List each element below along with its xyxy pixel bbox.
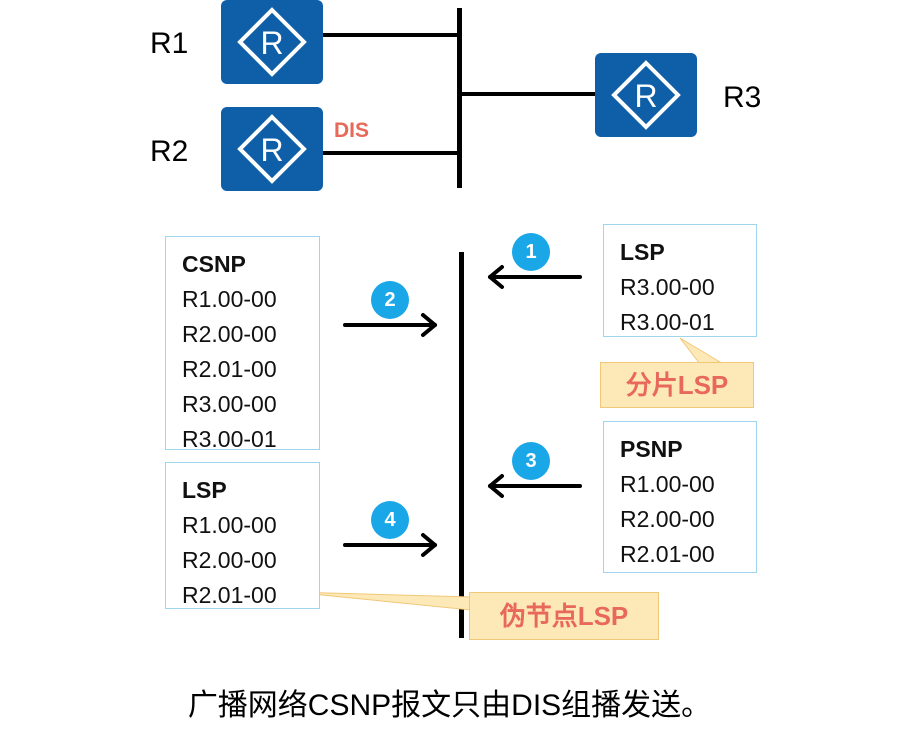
csnp-box-title: CSNP <box>182 251 246 277</box>
pseudonode-lsp-callout: 伪节点LSP <box>469 592 659 640</box>
step-badge-4: 4 <box>371 501 409 539</box>
router-icon-letter: R <box>634 78 657 114</box>
arrow-step-1-left <box>488 265 582 289</box>
arrow-step-4-right <box>343 533 437 557</box>
router-icon-letter: R <box>260 25 283 61</box>
psnp-entry: R2.00-00 <box>620 506 715 532</box>
router-r2: R <box>221 107 323 191</box>
link-r2-bus <box>323 151 459 155</box>
csnp-entry: R2.00-00 <box>182 321 277 347</box>
step-badge-2: 2 <box>371 281 409 319</box>
lsp-left-box: LSP R1.00-00 R2.00-00 R2.01-00 <box>165 462 320 609</box>
router-icon: R <box>237 7 307 77</box>
router-icon: R <box>611 60 681 130</box>
link-r1-bus <box>323 33 459 37</box>
lsp-left-entry: R1.00-00 <box>182 512 277 538</box>
psnp-box-title: PSNP <box>620 436 683 462</box>
router-label-r2: R2 <box>150 135 189 168</box>
fragment-lsp-callout: 分片LSP <box>600 362 754 408</box>
csnp-entry: R2.01-00 <box>182 356 277 382</box>
arrow-step-2-right <box>343 313 437 337</box>
fragment-lsp-pointer <box>679 337 722 365</box>
step-badge-3: 3 <box>512 442 550 480</box>
csnp-entry: R3.00-01 <box>182 426 277 452</box>
lsp-left-box-title: LSP <box>182 477 227 503</box>
router-label-r3: R3 <box>723 81 762 114</box>
router-icon-letter: R <box>260 132 283 168</box>
link-r3-bus <box>460 92 596 96</box>
lsp-right-box-title: LSP <box>620 239 665 265</box>
lsp-left-entry: R2.00-00 <box>182 547 277 573</box>
csnp-entry: R3.00-00 <box>182 391 277 417</box>
dis-label: DIS <box>334 119 370 142</box>
csnp-entry: R1.00-00 <box>182 286 277 312</box>
psnp-entry: R2.01-00 <box>620 541 715 567</box>
psnp-entry: R1.00-00 <box>620 471 715 497</box>
psnp-box: PSNP R1.00-00 R2.00-00 R2.01-00 <box>603 421 757 573</box>
broadcast-bus-top <box>457 8 462 188</box>
diagram-caption: 广播网络CSNP报文只由DIS组播发送。 <box>187 689 712 722</box>
broadcast-bus-bottom <box>459 252 464 638</box>
arrow-step-3-left <box>488 474 582 498</box>
step-badge-1: 1 <box>512 233 550 271</box>
lsp-left-entry: R2.01-00 <box>182 582 277 608</box>
csnp-box: CSNP R1.00-00 R2.00-00 R2.01-00 R3.00-00… <box>165 236 320 452</box>
router-label-r1: R1 <box>150 27 189 60</box>
router-icon: R <box>237 114 307 184</box>
lsp-right-entry: R3.00-01 <box>620 309 715 335</box>
router-r3: R <box>595 53 697 137</box>
lsp-right-entry: R3.00-00 <box>620 274 715 300</box>
router-r1: R <box>221 0 323 84</box>
lsp-right-box: LSP R3.00-00 R3.00-01 <box>603 224 757 337</box>
